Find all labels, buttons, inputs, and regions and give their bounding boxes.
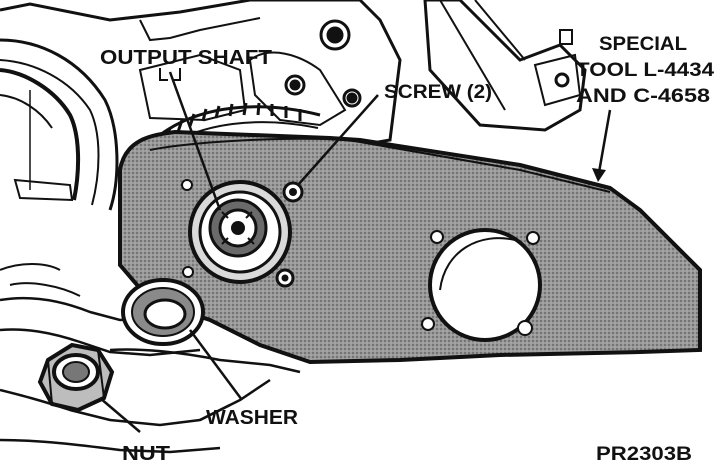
hand-outline [0, 263, 301, 454]
washer-part [121, 278, 205, 346]
special-tool-plate [118, 129, 702, 365]
special-tool-label-line3: AND C-4658 [576, 86, 710, 107]
nut-label: NUT [122, 443, 170, 465]
leader-lines [99, 68, 612, 433]
washer-label: WASHER [206, 407, 299, 429]
screw-label: SCREW (2) [384, 82, 492, 103]
special-tool-label-line2: TOOL L-4434 [576, 60, 715, 81]
output-shaft-label: OUTPUT SHAFT [100, 47, 272, 69]
nut-part [37, 342, 115, 413]
special-tool-label-line1: SPECIAL [599, 34, 687, 55]
figure-id-label: PR2303B [596, 444, 692, 465]
